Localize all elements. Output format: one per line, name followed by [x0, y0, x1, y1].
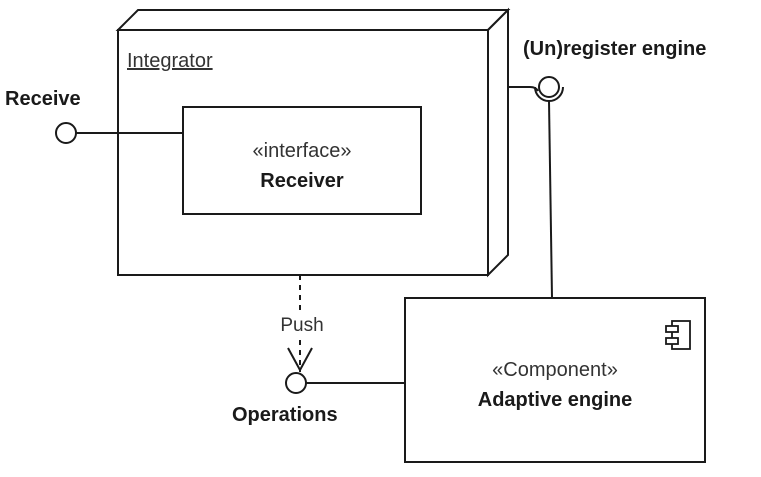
receiver-interface-box[interactable]: «interface» Receiver [182, 106, 422, 215]
integrator-title: Integrator [127, 50, 213, 72]
receive-label: Receive [5, 88, 81, 110]
adaptive-engine-border [404, 297, 706, 463]
operations-interface[interactable]: Operations [232, 372, 405, 426]
operations-lollipop [285, 372, 307, 394]
receive-lollipop [55, 122, 77, 144]
receiver-stereotype: «interface» [253, 140, 352, 162]
adaptive-engine-name: Adaptive engine [478, 389, 632, 411]
receive-interface[interactable]: Receive [5, 88, 183, 144]
unregister-socket [534, 86, 564, 102]
adaptive-engine-component[interactable]: «Component» Adaptive engine [404, 297, 706, 463]
component-icon [665, 320, 691, 350]
push-arrowhead [287, 347, 313, 373]
operations-label: Operations [232, 404, 338, 426]
push-label: Push [280, 315, 323, 336]
unregister-lollipop [538, 76, 560, 98]
push-dependency[interactable]: Push [280, 275, 324, 373]
receiver-box-border [182, 106, 422, 215]
integrator-node-top [115, 9, 511, 31]
unregister-label: (Un)register engine [523, 38, 706, 60]
unregister-connector-curve [529, 86, 539, 92]
unregister-required-line [548, 100, 553, 299]
adaptive-engine-stereotype: «Component» [492, 359, 618, 381]
receiver-name: Receiver [260, 170, 344, 192]
unregister-interface[interactable]: (Un)register engine [508, 38, 706, 299]
integrator-node-side [487, 7, 509, 278]
